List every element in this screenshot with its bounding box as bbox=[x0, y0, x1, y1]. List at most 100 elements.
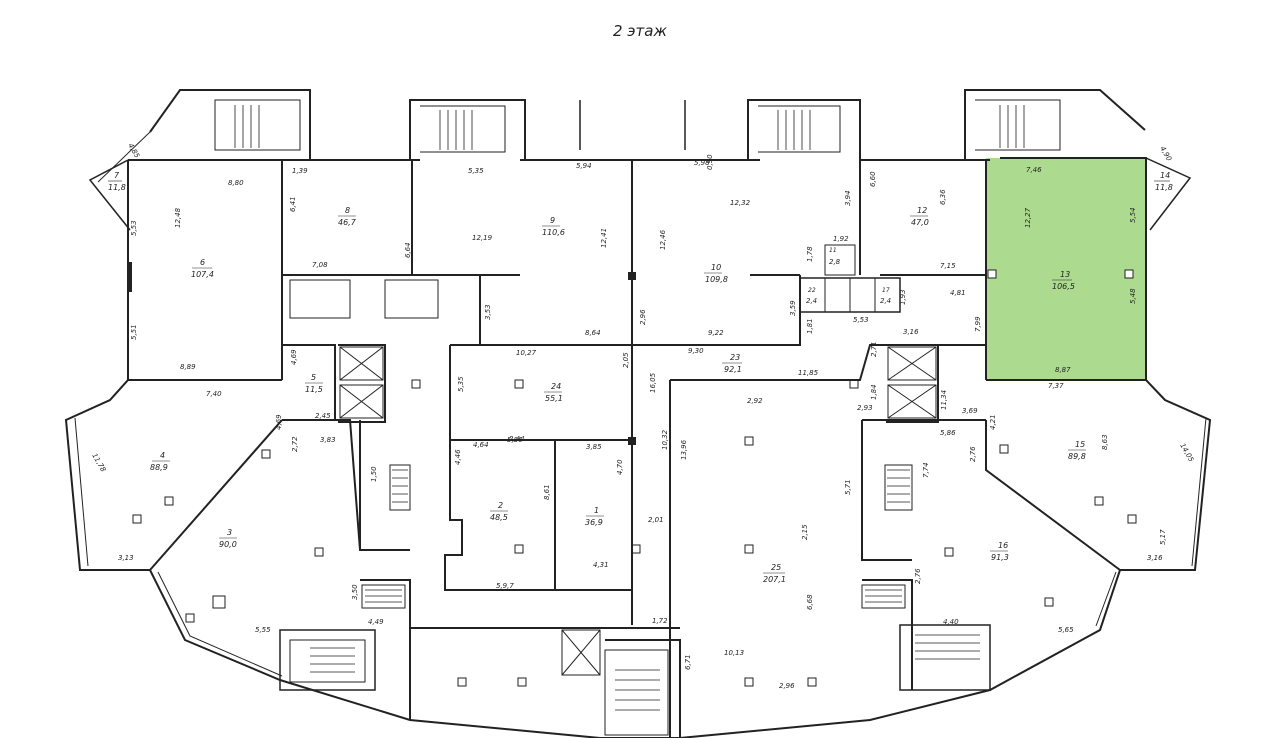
svg-text:22: 22 bbox=[808, 287, 816, 294]
dimension-label: 4,85 bbox=[126, 142, 141, 160]
svg-text:9: 9 bbox=[550, 216, 555, 225]
dimension-label: 4,46 bbox=[454, 449, 462, 465]
dimension-label: 6,41 bbox=[289, 196, 297, 212]
dimension-label: 3,50 bbox=[351, 584, 359, 600]
dimension-label: 5,94 bbox=[576, 162, 592, 170]
svg-text:16: 16 bbox=[998, 541, 1008, 550]
svg-text:5: 5 bbox=[311, 373, 316, 382]
dimension-label: 2,72 bbox=[291, 436, 299, 452]
dimension-label: 6,36 bbox=[939, 189, 947, 205]
dimension-label: 5,55 bbox=[255, 626, 271, 634]
dimension-label: 4,31 bbox=[593, 561, 609, 569]
svg-text:1: 1 bbox=[594, 506, 599, 515]
dimension-label: 5,86 bbox=[507, 436, 523, 444]
dimension-label: 11,85 bbox=[798, 369, 819, 377]
dimension-label: 5,48 bbox=[1129, 288, 1137, 304]
room-8[interactable]: 846,7 bbox=[338, 206, 357, 227]
dimension-label: 5,35 bbox=[457, 376, 465, 392]
dimension-label: 12,27 bbox=[1024, 207, 1032, 228]
dimension-label: 6,71 bbox=[684, 654, 692, 670]
dimension-label: 5,86 bbox=[940, 429, 956, 437]
room-24[interactable]: 24 55,1 bbox=[544, 382, 563, 403]
dimension-label: 3,59 bbox=[789, 300, 797, 316]
dimension-label: 8,89 bbox=[180, 363, 196, 371]
svg-text:48,5: 48,5 bbox=[490, 513, 508, 522]
svg-text:36,9: 36,9 bbox=[585, 518, 603, 527]
svg-text:110,6: 110,6 bbox=[542, 228, 565, 237]
dimension-label: 7,15 bbox=[940, 262, 956, 270]
dimension-label: 0,90 bbox=[706, 154, 714, 170]
svg-text:15: 15 bbox=[1075, 440, 1085, 449]
svg-text:46,7: 46,7 bbox=[338, 218, 357, 227]
svg-text:107,4: 107,4 bbox=[191, 270, 214, 279]
room-10[interactable]: 10 109,8 bbox=[704, 263, 728, 284]
svg-text:6: 6 bbox=[200, 258, 205, 267]
dimension-label: 2,15 bbox=[801, 524, 809, 540]
dimension-label: 3,53 bbox=[484, 304, 492, 320]
room-5[interactable]: 511,5 bbox=[305, 373, 323, 394]
room-3[interactable]: 390,0 bbox=[219, 528, 237, 549]
dimension-label: 9,22 bbox=[708, 329, 724, 337]
dimension-label: 11,34 bbox=[940, 390, 948, 410]
dimension-label: 4,69 bbox=[275, 414, 283, 430]
dimension-label: 13,96 bbox=[680, 439, 688, 460]
room-6[interactable]: 6 107,4 bbox=[191, 258, 214, 279]
dimension-label: 6,64 bbox=[404, 242, 412, 258]
dimension-label: 5,53 bbox=[853, 316, 869, 324]
dimension-label: 5,53 bbox=[130, 220, 138, 236]
dimension-label: 3,13 bbox=[118, 554, 134, 562]
svg-text:55,1: 55,1 bbox=[545, 394, 563, 403]
dimension-label: 2,92 bbox=[747, 397, 763, 405]
dimension-label: 5,65 bbox=[1058, 626, 1074, 634]
room-22[interactable]: 222,4 bbox=[806, 287, 817, 305]
dimension-label: 12,32 bbox=[730, 199, 751, 207]
dimension-label: 4,40 bbox=[943, 618, 959, 626]
dimension-label: 8,87 bbox=[1055, 366, 1071, 374]
highlighted-unit-13[interactable] bbox=[986, 158, 1146, 380]
svg-text:106,5: 106,5 bbox=[1052, 282, 1075, 291]
dimension-label: 1,93 bbox=[899, 289, 907, 305]
svg-text:14: 14 bbox=[1160, 171, 1170, 180]
dimension-label: 5,71 bbox=[844, 479, 852, 495]
dimension-label: 1,92 bbox=[833, 235, 849, 243]
svg-text:10: 10 bbox=[711, 263, 721, 272]
room-1[interactable]: 136,9 bbox=[585, 506, 604, 527]
room-9[interactable]: 9 110,6 bbox=[542, 216, 565, 237]
dimension-label: 5,54 bbox=[1129, 207, 1137, 223]
dimension-label: 10,27 bbox=[516, 349, 537, 357]
svg-text:109,8: 109,8 bbox=[705, 275, 728, 284]
dimension-label: 3,16 bbox=[903, 328, 919, 336]
svg-text:11,8: 11,8 bbox=[108, 183, 126, 192]
dimension-label: 3,16 bbox=[1147, 554, 1163, 562]
room-11[interactable]: 112,8 bbox=[829, 247, 841, 266]
svg-text:2,4: 2,4 bbox=[806, 297, 817, 305]
dimension-label: 1,72 bbox=[652, 617, 668, 625]
dimension-label: 5,35 bbox=[468, 167, 484, 175]
dimension-label: 5,9,7 bbox=[496, 582, 514, 590]
dimension-label: 5,17 bbox=[1159, 529, 1167, 545]
room-4[interactable]: 488,9 bbox=[150, 451, 170, 472]
dimension-label: 3,69 bbox=[962, 407, 978, 415]
dimension-label: 2,96 bbox=[639, 309, 647, 325]
dimension-label: 3,83 bbox=[320, 436, 336, 444]
room-17[interactable]: 172,4 bbox=[880, 287, 891, 305]
svg-text:2: 2 bbox=[498, 501, 503, 510]
dimension-label: 2,44 bbox=[509, 435, 525, 443]
dimension-label: 1,84 bbox=[870, 384, 878, 400]
room-7[interactable]: 711,8 bbox=[108, 171, 126, 192]
dimension-label: 3,94 bbox=[844, 190, 852, 206]
dimension-label: 7,08 bbox=[312, 261, 328, 269]
svg-text:24: 24 bbox=[551, 382, 561, 391]
dimension-label: 1,50 bbox=[370, 466, 378, 482]
dimension-label: 2,76 bbox=[969, 446, 977, 462]
room-2[interactable]: 248,5 bbox=[490, 501, 508, 522]
